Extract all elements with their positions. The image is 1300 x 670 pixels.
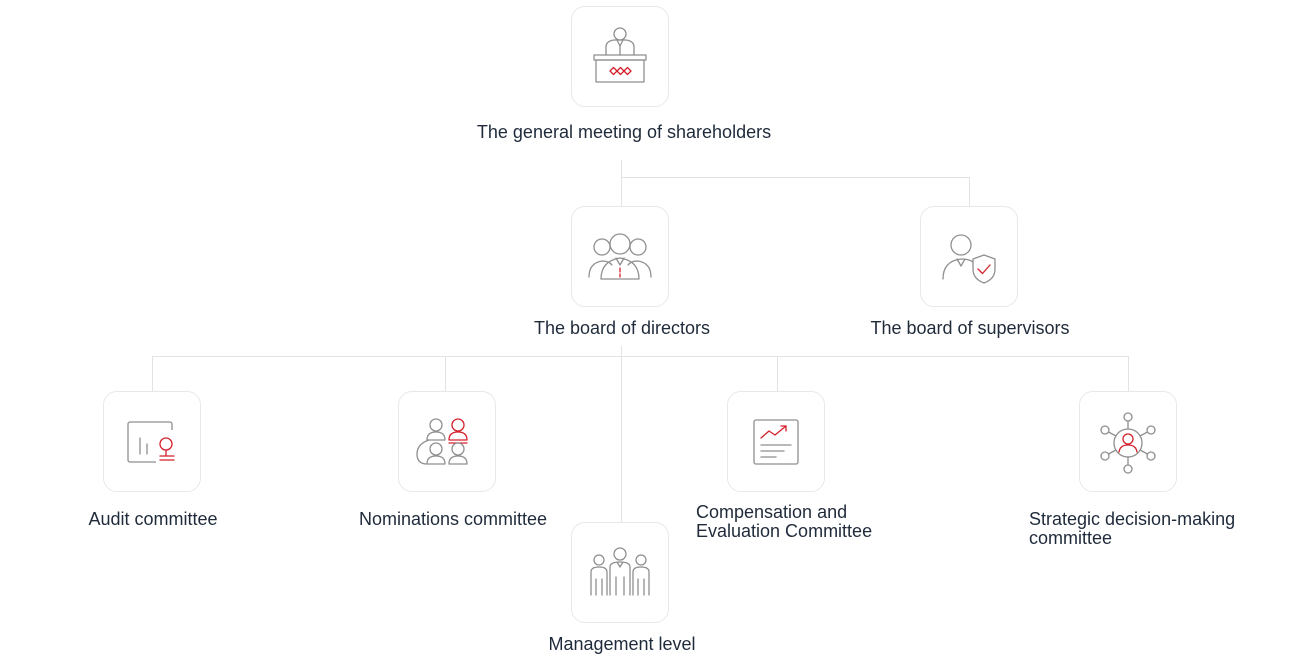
group-of-people-icon bbox=[588, 232, 652, 280]
compensation-label-line1: Compensation and bbox=[696, 502, 848, 522]
team-icon bbox=[590, 546, 650, 596]
management-node[interactable] bbox=[571, 522, 669, 623]
strategic-label-line1: Strategic decision-making bbox=[1029, 509, 1236, 529]
person-with-shield-icon bbox=[942, 233, 996, 284]
supervisors-node[interactable] bbox=[920, 206, 1018, 307]
compensation-node[interactable] bbox=[727, 391, 825, 492]
shareholders-label: The general meeting of shareholders bbox=[476, 122, 772, 142]
people-grid-icon bbox=[416, 417, 468, 465]
growth-chart-document-icon bbox=[753, 418, 799, 465]
network-person-icon bbox=[1100, 411, 1156, 474]
podium-speaker-icon bbox=[593, 26, 647, 83]
management-label: Management level bbox=[548, 634, 696, 654]
strategic-label-line2: committee bbox=[1029, 528, 1113, 548]
strategic-label: Strategic decision-making committee bbox=[1029, 510, 1235, 548]
audit-label: Audit committee bbox=[88, 509, 218, 529]
strategic-node[interactable] bbox=[1079, 391, 1177, 492]
audit-node[interactable] bbox=[103, 391, 201, 492]
compensation-label: Compensation and Evaluation Committee bbox=[696, 503, 872, 541]
directors-label: The board of directors bbox=[533, 318, 711, 338]
presentation-board-icon bbox=[127, 420, 180, 466]
shareholders-node[interactable] bbox=[571, 6, 669, 107]
supervisors-label: The board of supervisors bbox=[870, 318, 1070, 338]
nominations-node[interactable] bbox=[398, 391, 496, 492]
compensation-label-line2: Evaluation Committee bbox=[696, 521, 873, 541]
nominations-label: Nominations committee bbox=[358, 509, 548, 529]
directors-node[interactable] bbox=[571, 206, 669, 307]
